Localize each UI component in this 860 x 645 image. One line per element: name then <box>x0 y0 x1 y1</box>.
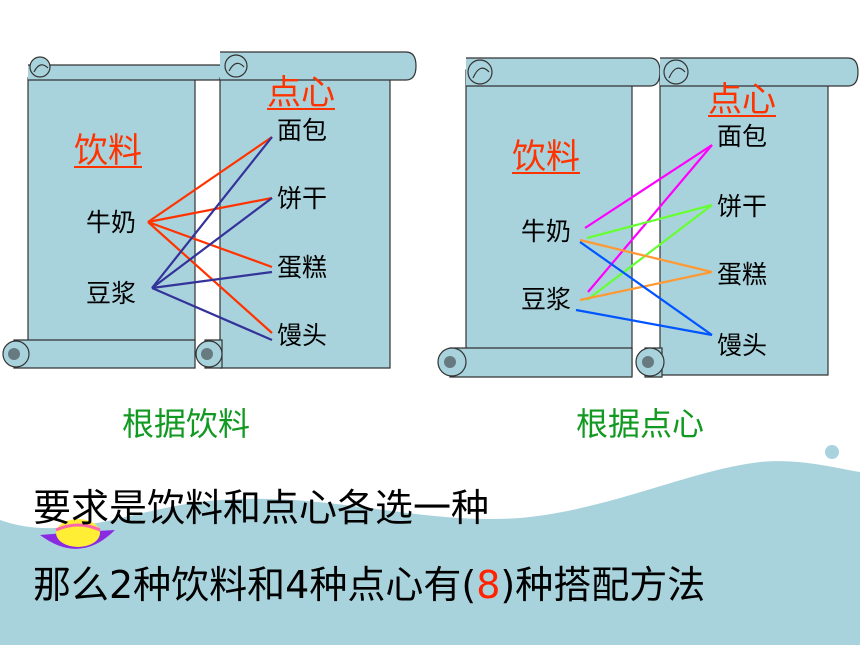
bubble-decoration <box>825 445 839 459</box>
left-caption: 根据饮料 <box>122 405 251 443</box>
boat-decoration <box>40 519 115 549</box>
line-cake-soy <box>579 270 713 302</box>
line-milk-mantou <box>147 221 273 334</box>
line-bread-milk <box>584 144 713 229</box>
line-milk-biscuit <box>147 196 273 224</box>
right-drink-soy: 豆浆 <box>521 285 572 314</box>
right-caption: 根据点心 <box>576 405 705 443</box>
left-drinks-heading: 饮料 <box>74 131 142 171</box>
line-cake-milk <box>579 238 713 274</box>
left-connections <box>147 136 273 342</box>
left-snacks-heading: 点心 <box>267 73 335 113</box>
right-snack-bread: 面包 <box>717 122 768 151</box>
line-biscuit-milk <box>586 203 713 240</box>
line-soy-mantou <box>151 286 273 342</box>
line-soy-cake <box>151 270 273 290</box>
question-line2: 那么2种饮料和4种点心有(8)种搭配方法 <box>33 566 705 604</box>
right-snack-cake: 蛋糕 <box>717 260 768 289</box>
line-soy-biscuit <box>151 197 273 289</box>
left-snack-bread: 面包 <box>277 116 328 145</box>
right-snack-biscuit: 饼干 <box>717 192 768 221</box>
answer-value: 8 <box>476 563 501 607</box>
line-milk-bread <box>147 136 273 223</box>
line-biscuit-soy <box>586 204 713 301</box>
left-drink-soy: 豆浆 <box>86 279 137 308</box>
right-connections <box>575 144 713 337</box>
left-drink-milk: 牛奶 <box>86 208 137 237</box>
right-snack-mantou: 馒头 <box>717 331 768 360</box>
right-snacks-heading: 点心 <box>708 80 776 120</box>
right-snacks-scroll <box>635 57 859 378</box>
right-drink-milk: 牛奶 <box>521 217 572 246</box>
line-mantou-milk <box>579 241 713 336</box>
left-snack-biscuit: 饼干 <box>277 184 328 213</box>
left-snack-mantou: 馒头 <box>277 321 328 350</box>
question-line1: 要求是饮料和点心各选一种 <box>33 486 490 530</box>
wave-decoration <box>0 461 860 645</box>
line-mantou-soy <box>575 308 713 337</box>
line-soy-bread <box>151 136 273 289</box>
line-bread-soy <box>587 144 713 293</box>
right-drinks-heading: 饮料 <box>512 137 580 177</box>
question-line2-before: 那么2种饮料和4种点心有( <box>33 563 477 607</box>
question-line2-after: )种搭配方法 <box>500 563 706 607</box>
left-snack-cake: 蛋糕 <box>277 253 328 282</box>
